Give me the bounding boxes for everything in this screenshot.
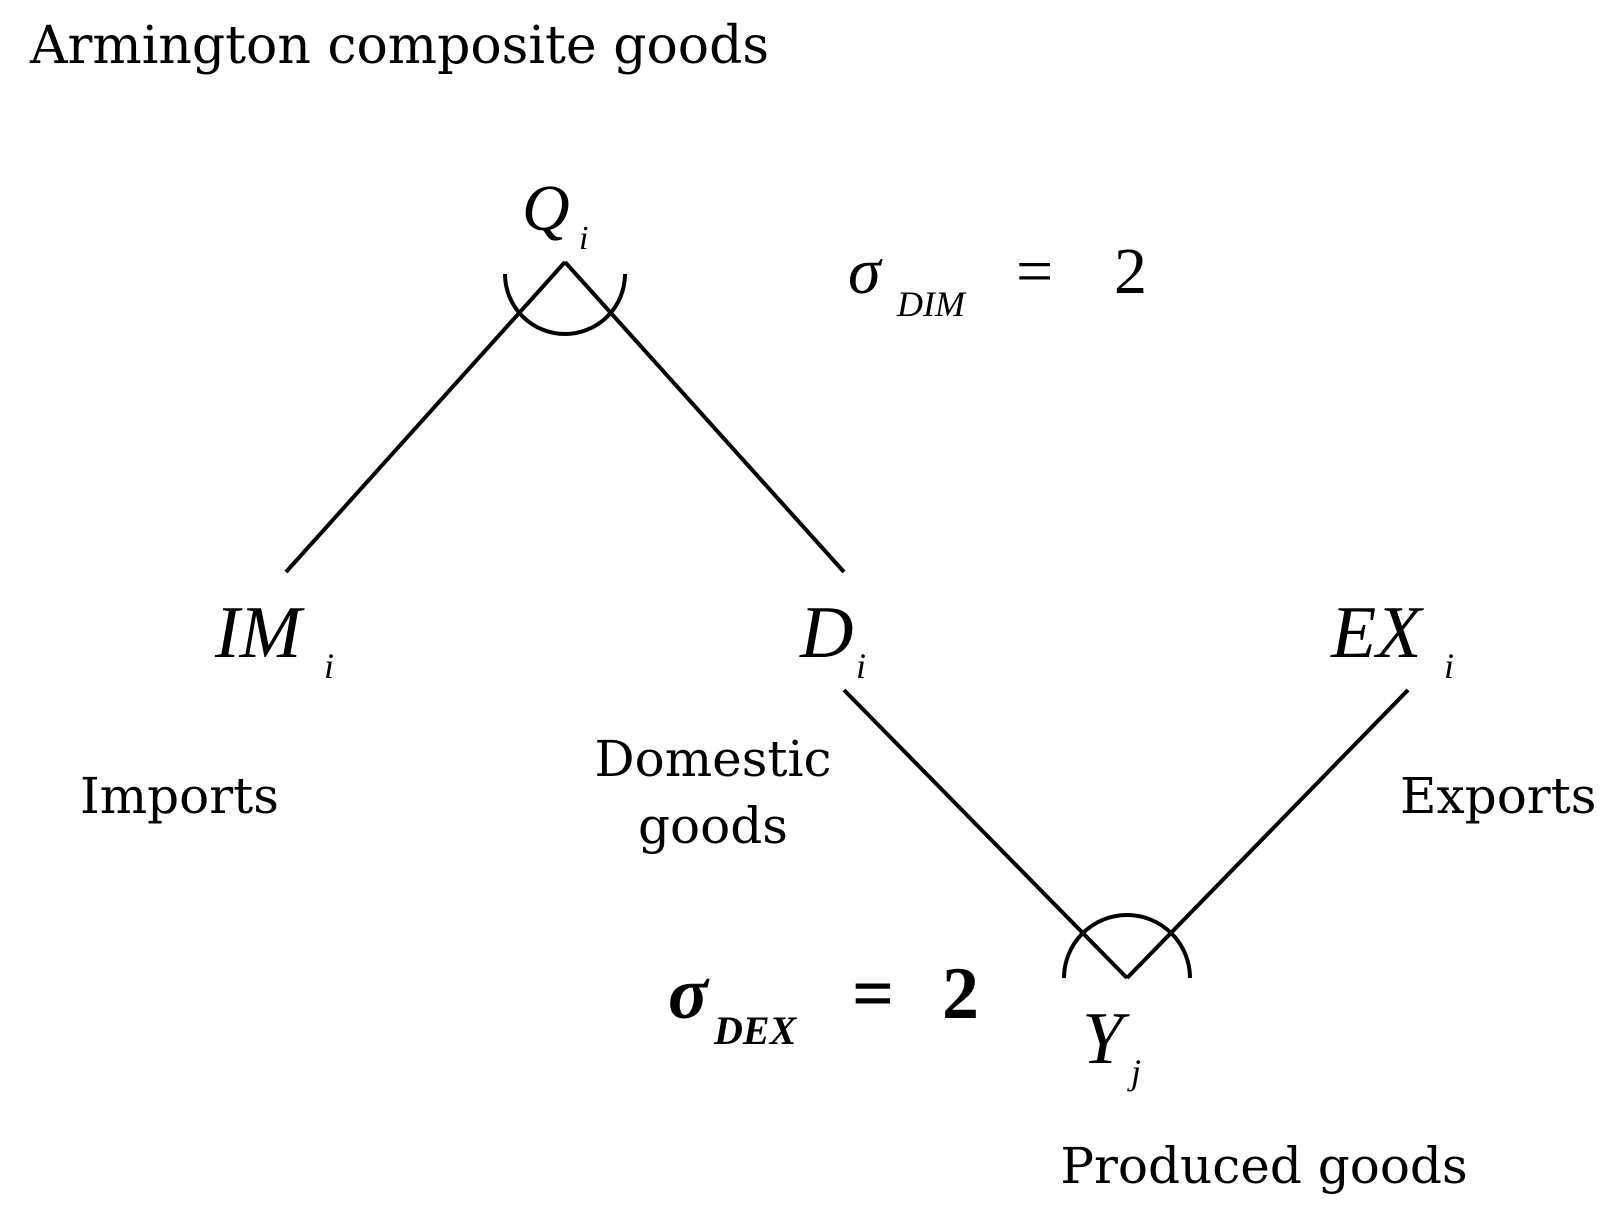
node-q-subscript: i — [579, 220, 588, 257]
substitution-arc-y — [1062, 913, 1192, 979]
edge-y-to-ex — [1125, 688, 1410, 980]
caption-domestic-line1: Domestic — [595, 730, 832, 788]
elasticity-dex: σ DEX = 2 — [668, 953, 979, 1053]
edge-q-to-d — [563, 260, 846, 574]
elasticity-dex-symbol: σ — [668, 953, 710, 1035]
caption-exports: Exports — [1400, 767, 1596, 825]
elasticity-dim-symbol: σ — [848, 235, 883, 308]
elasticity-dim-equals: = — [1016, 235, 1053, 308]
node-y: Y j — [1082, 998, 1141, 1092]
node-ex: EX i — [1330, 592, 1454, 686]
elasticity-dim: σ DIM = 2 — [848, 235, 1147, 324]
diagram-title: Armington composite goods — [29, 16, 769, 76]
node-d-subscript: i — [856, 646, 866, 686]
caption-imports: Imports — [80, 767, 279, 825]
edge-y-to-d — [842, 688, 1129, 980]
edge-q-to-im — [284, 260, 567, 574]
node-q: Q i — [522, 172, 588, 257]
node-im-subscript: i — [324, 646, 334, 686]
elasticity-dex-subscript: DEX — [713, 1008, 798, 1053]
elasticity-dim-value: 2 — [1114, 235, 1147, 308]
node-ex-symbol: EX — [1330, 592, 1424, 674]
elasticity-dex-equals: = — [852, 953, 894, 1035]
node-im: IM i — [214, 592, 334, 686]
elasticity-dex-value: 2 — [942, 953, 979, 1035]
caption-domestic-line2: goods — [638, 797, 788, 855]
node-y-symbol: Y — [1082, 998, 1130, 1080]
node-ex-subscript: i — [1444, 646, 1454, 686]
node-d-symbol: D — [799, 592, 853, 674]
node-y-subscript: j — [1127, 1052, 1141, 1092]
caption-produced-goods: Produced goods — [1060, 1137, 1467, 1195]
substitution-arc-q — [503, 273, 627, 336]
elasticity-dim-subscript: DIM — [896, 284, 967, 324]
node-im-symbol: IM — [214, 592, 306, 674]
node-d: D i — [799, 592, 866, 686]
node-q-symbol: Q — [522, 172, 570, 245]
